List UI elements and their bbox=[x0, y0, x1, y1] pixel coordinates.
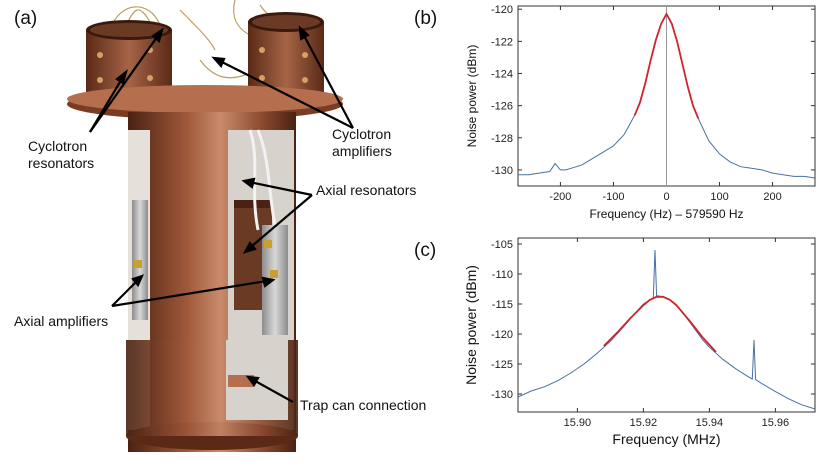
noise-spectrum-chart-c: 15.90 15.92 15.94 15.96 -130 -125 -120 -115 -110… bbox=[463, 237, 816, 447]
x-tick-label: 15.94 bbox=[696, 417, 724, 429]
y-tick-label: -130 bbox=[491, 389, 513, 401]
leader-lines bbox=[89, 25, 354, 403]
x-tick-label: 15.92 bbox=[630, 417, 658, 429]
y-tick-label: -120 bbox=[491, 4, 513, 16]
plot-frame bbox=[517, 237, 816, 413]
fit-curve bbox=[633, 12, 700, 119]
panel-label-c: (c) bbox=[414, 240, 437, 261]
y-tick-label: -128 bbox=[491, 133, 513, 145]
y-axis-label: Noise power (dBm) bbox=[465, 45, 479, 148]
apparatus-photo bbox=[67, 0, 354, 452]
y-tick-label: -126 bbox=[491, 101, 513, 113]
x-tick-label: 200 bbox=[763, 191, 781, 203]
x-tick-label: 15.96 bbox=[762, 417, 790, 429]
panel-label-a: (a) bbox=[14, 8, 38, 29]
y-tick-label: -122 bbox=[491, 36, 513, 48]
x-axis-label: Frequency (MHz) bbox=[612, 431, 720, 447]
cyclotron-amplifier-can bbox=[248, 12, 324, 96]
panel-label-b: (b) bbox=[414, 8, 438, 29]
noise-spectrum-chart-b: -200 -100 0 100 200 -130 -128 -126 -124 -122 -120F… bbox=[465, 4, 816, 221]
label-cyclotron-amplifiers: Cyclotron amplifiers bbox=[332, 126, 392, 159]
y-tick-label: -110 bbox=[492, 269, 513, 281]
label-cyclotron-resonators: Cyclotron resonators bbox=[28, 138, 95, 171]
label-trap-can-connection: Trap can connection bbox=[300, 397, 427, 413]
fit-curve bbox=[603, 295, 717, 353]
x-tick-label: 15.90 bbox=[564, 417, 592, 429]
x-axis-label: Frequency (Hz) – 579590 Hz bbox=[589, 207, 743, 221]
y-tick-label: -124 bbox=[491, 69, 513, 81]
y-tick-label: -125 bbox=[491, 359, 513, 371]
y-tick-label: -120 bbox=[491, 329, 513, 341]
label-axial-amplifiers: Axial amplifiers bbox=[14, 313, 109, 329]
copper-cylinder bbox=[126, 112, 298, 452]
measured-spectrum bbox=[517, 249, 816, 410]
x-tick-label: 100 bbox=[710, 191, 728, 203]
label-axial-resonators: Axial resonators bbox=[316, 182, 417, 198]
y-axis-label: Noise power (dBm) bbox=[463, 265, 479, 385]
x-tick-label: -100 bbox=[602, 191, 624, 203]
y-tick-label: -130 bbox=[491, 165, 513, 177]
x-tick-label: -200 bbox=[549, 191, 571, 203]
x-tick-label: 0 bbox=[663, 191, 669, 203]
y-tick-label: -105 bbox=[491, 239, 513, 251]
y-tick-label: -115 bbox=[492, 299, 513, 311]
